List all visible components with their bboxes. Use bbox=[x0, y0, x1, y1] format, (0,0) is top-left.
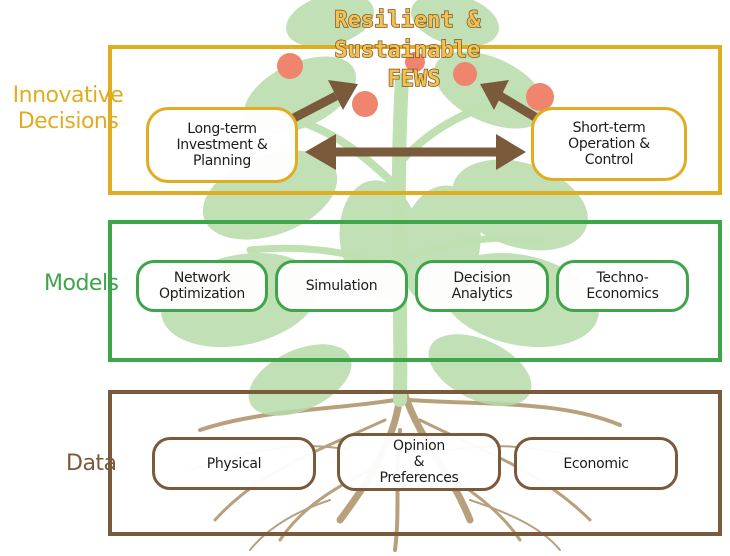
models-section-frame bbox=[108, 220, 722, 362]
section-label-data-text: Data bbox=[66, 451, 117, 476]
node-long-term-investment: Long-term Investment & Planning bbox=[146, 107, 298, 183]
section-label-models: Models bbox=[44, 271, 119, 297]
node-network-optimization: Network Optimization bbox=[136, 260, 268, 312]
node-physical-label: Physical bbox=[206, 455, 262, 472]
node-physical: Physical bbox=[152, 437, 316, 490]
decisions-section-frame bbox=[108, 45, 722, 195]
node-techno-economics-label: Techno- Economics bbox=[586, 270, 659, 302]
node-network-optimization-label: Network Optimization bbox=[159, 270, 245, 302]
right-up-arrow-shaft bbox=[497, 92, 543, 124]
section-label-decisions: Innovative Decisions bbox=[8, 83, 128, 135]
node-opinion-preferences: Opinion & Preferences bbox=[337, 433, 501, 491]
node-short-term-operation-label: Short-term Operation & Control bbox=[568, 120, 650, 168]
node-decision-analytics-label: Decision Analytics bbox=[451, 270, 513, 302]
node-opinion-preferences-label: Opinion & Preferences bbox=[379, 438, 459, 486]
node-simulation-label: Simulation bbox=[305, 278, 378, 294]
node-decision-analytics: Decision Analytics bbox=[415, 260, 549, 312]
left-up-arrow-head bbox=[328, 80, 358, 110]
node-techno-economics: Techno- Economics bbox=[556, 260, 689, 312]
double-arrow-head-left bbox=[305, 134, 336, 170]
node-simulation: Simulation bbox=[275, 260, 408, 312]
section-label-models-text: Models bbox=[44, 271, 119, 296]
node-long-term-investment-label: Long-term Investment & Planning bbox=[176, 121, 268, 169]
node-short-term-operation: Short-term Operation & Control bbox=[531, 107, 687, 181]
left-up-arrow-shaft bbox=[287, 92, 339, 124]
section-label-decisions-text: Innovative Decisions bbox=[12, 83, 124, 134]
diagram-title: Resilient & Sustainable FEWS bbox=[335, 8, 494, 92]
right-up-arrow-head bbox=[480, 80, 509, 110]
tomatoes bbox=[277, 52, 554, 117]
data-section-frame bbox=[108, 390, 722, 536]
double-arrow-head-right bbox=[496, 134, 526, 170]
section-label-data: Data bbox=[66, 451, 117, 477]
node-economic-label: Economic bbox=[563, 455, 629, 472]
node-economic: Economic bbox=[514, 437, 678, 490]
